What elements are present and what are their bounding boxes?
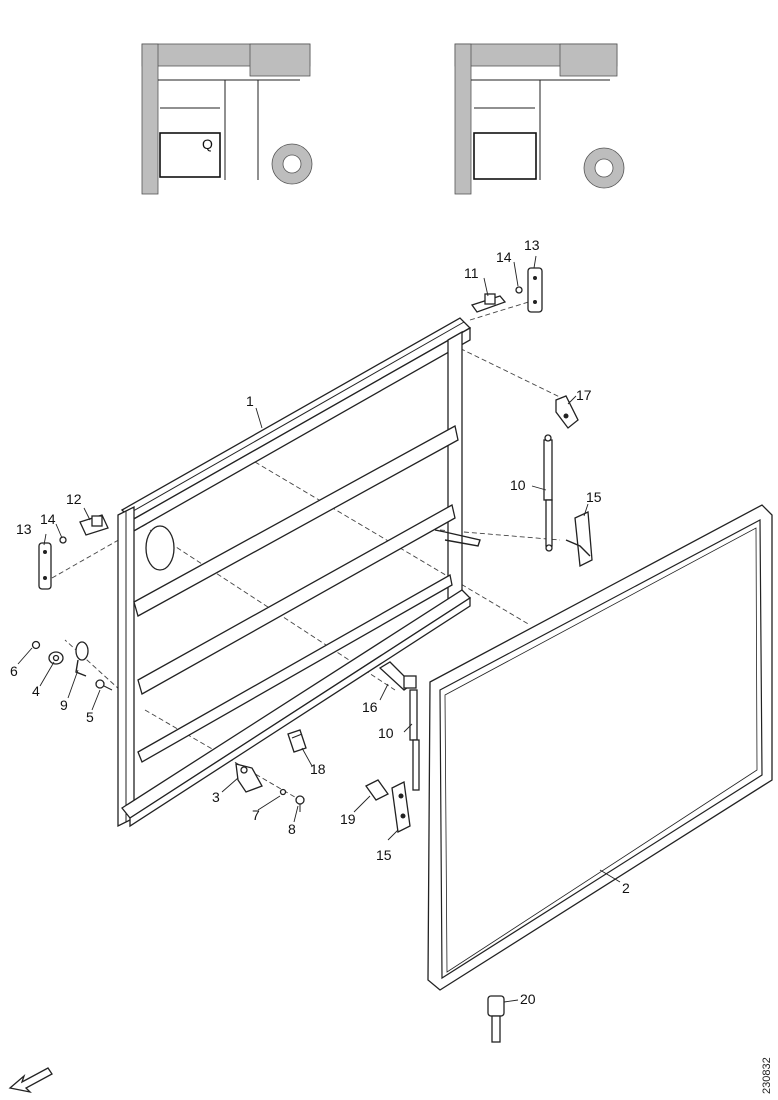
callout-13-left: 13 xyxy=(16,521,32,537)
callout-20: 20 xyxy=(520,991,536,1007)
inset-vehicle-right xyxy=(454,43,625,195)
washer-part-7 xyxy=(279,788,287,796)
hinge-plate-part-13-top xyxy=(527,267,543,313)
hook-part-9 xyxy=(75,641,89,677)
callout-14-left: 14 xyxy=(40,511,56,527)
callout-17: 17 xyxy=(576,387,592,403)
callout-leaders xyxy=(17,255,621,1003)
pin-part-14-top xyxy=(515,286,523,294)
bracket-part-3 xyxy=(235,763,263,793)
inset-vehicle-left: Q xyxy=(141,43,313,195)
callout-13-top: 13 xyxy=(524,237,540,253)
callout-6: 6 xyxy=(10,663,18,679)
key-part-20 xyxy=(487,995,505,1043)
bracket-part-17 xyxy=(555,395,579,429)
bolt-part-8 xyxy=(295,795,305,812)
inset-left-highlight-box xyxy=(159,132,221,178)
drawing-reference-number: 230832 xyxy=(761,1057,773,1094)
bracket-part-15-upper xyxy=(565,511,593,568)
callout-14-top: 14 xyxy=(496,249,512,265)
callout-16: 16 xyxy=(362,699,378,715)
callout-15-upper: 15 xyxy=(586,489,602,505)
washer-part-4 xyxy=(48,651,64,665)
bracket-part-16 xyxy=(378,661,417,691)
clip-part-18 xyxy=(287,729,307,753)
callout-2: 2 xyxy=(622,880,630,896)
callout-10-upper: 10 xyxy=(510,477,526,493)
callout-numbers: 1 2 3 4 5 6 7 8 9 10 10 11 12 13 13 14 1… xyxy=(10,237,630,1007)
pin-part-14-left xyxy=(59,536,67,544)
callout-9: 9 xyxy=(60,697,68,713)
callout-11: 11 xyxy=(464,265,479,281)
screw-part-5 xyxy=(95,679,113,691)
callout-7: 7 xyxy=(252,807,260,823)
callout-15-lower: 15 xyxy=(376,847,392,863)
gas-strut-part-10-lower xyxy=(409,689,420,791)
hinge-part-12 xyxy=(79,514,109,536)
frame-oval-cutout xyxy=(145,525,175,571)
nut-part-6 xyxy=(31,640,41,650)
bracket-part-15-lower xyxy=(391,781,411,833)
bracket-part-19 xyxy=(365,779,389,801)
callout-12: 12 xyxy=(66,491,82,507)
front-direction-arrow-icon xyxy=(8,1067,53,1094)
callout-5: 5 xyxy=(86,709,94,725)
callout-18: 18 xyxy=(310,761,326,777)
inset-right-highlight-box xyxy=(473,132,537,180)
callout-3: 3 xyxy=(212,789,220,805)
hinge-part-11 xyxy=(470,293,507,313)
callout-10-lower: 10 xyxy=(378,725,394,741)
gas-strut-part-10-upper xyxy=(543,434,553,552)
callout-8: 8 xyxy=(288,821,296,837)
hinge-plate-part-13-left xyxy=(38,542,52,590)
callout-1: 1 xyxy=(246,393,254,409)
door-panel-part-2 xyxy=(427,504,773,991)
inset-left-label: Q xyxy=(202,136,213,152)
door-frame-part-1 xyxy=(117,317,481,828)
callout-19: 19 xyxy=(340,811,356,827)
callout-4: 4 xyxy=(32,683,40,699)
